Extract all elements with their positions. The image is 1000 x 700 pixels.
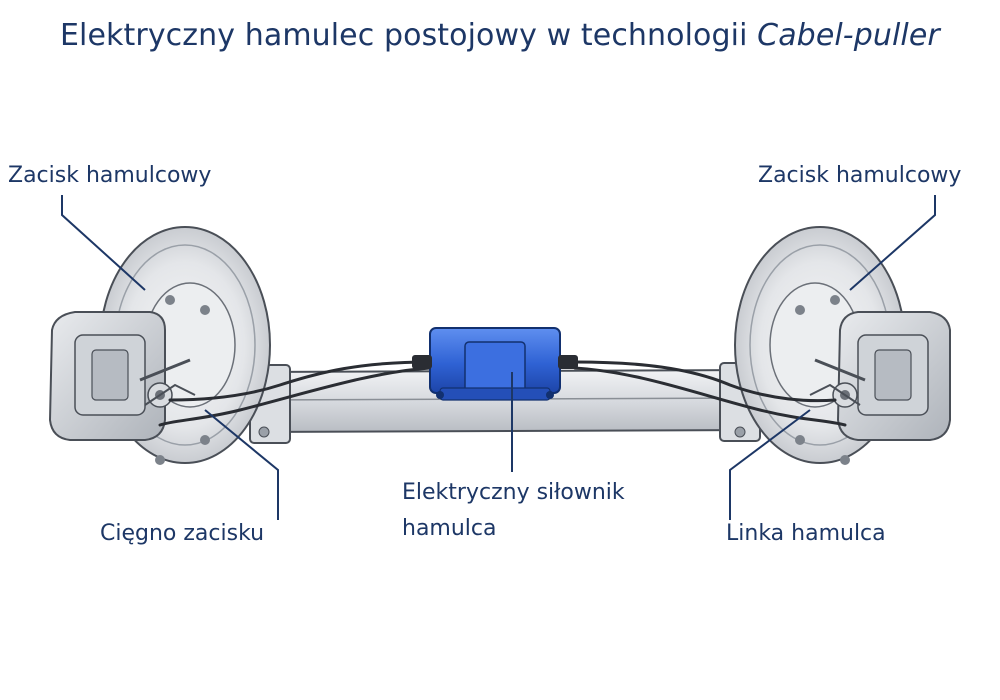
electric-actuator — [412, 327, 578, 401]
leader-rod-left — [204, 409, 279, 520]
diagram-title: Elektryczny hamulec postojowy w technolo… — [60, 18, 1000, 53]
label-caliper-left: Zacisk hamulcowy — [8, 163, 212, 188]
leader-cable-right — [729, 409, 811, 520]
leader-caliper-left — [61, 195, 146, 291]
brake-cables — [158, 360, 847, 427]
label-caliper-right: Zacisk hamulcowy — [758, 163, 962, 188]
title-emphasis: Cabel-puller — [757, 18, 940, 53]
leader-caliper-right — [849, 195, 936, 291]
label-actuator-line1: Elektryczny siłownik — [402, 480, 625, 505]
label-rod-left: Cięgno zacisku — [100, 521, 265, 546]
leader-lines — [61, 195, 936, 520]
left-brake-caliper — [48, 311, 196, 441]
label-cable-right: Linka hamulca — [726, 521, 886, 546]
label-actuator-line2: hamulca — [402, 516, 497, 541]
right-brake-caliper — [809, 311, 951, 441]
title-main: Elektryczny hamulec postojowy w technolo… — [60, 18, 758, 53]
